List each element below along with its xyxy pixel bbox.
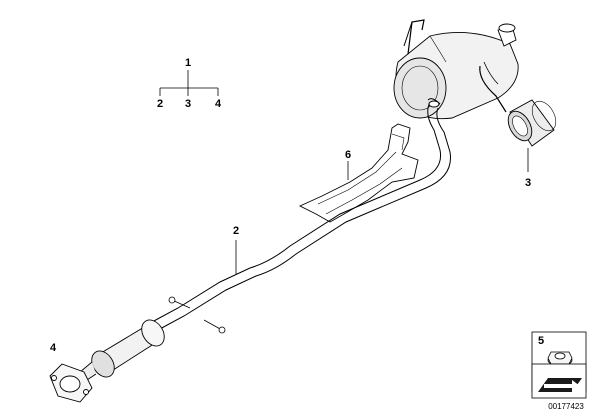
front-silencer [80, 316, 169, 382]
callout-nut: 5 [538, 335, 544, 347]
tree-child-label: 2 [157, 98, 163, 110]
callout-muffler-tip: 3 [525, 177, 531, 189]
heat-shield [300, 124, 418, 222]
parts-tree: 1 2 3 4 [157, 57, 222, 110]
pipe-hangers [169, 297, 225, 333]
flange-gasket [50, 364, 92, 402]
flange-nut-icon [547, 351, 573, 367]
rear-muffler [394, 20, 518, 119]
doc-id-box [531, 363, 587, 399]
callout-middle-pipe: 2 [233, 225, 239, 237]
exhaust-pipe [152, 101, 451, 330]
tail-pipe-tip [503, 97, 560, 146]
tree-child-label: 3 [185, 98, 191, 110]
callout-flange-gasket: 4 [50, 342, 57, 354]
reference-arrow-icon [538, 378, 582, 392]
tree-child-label: 4 [215, 98, 222, 110]
tree-root-label: 1 [185, 57, 191, 69]
callout-heat-shield: 6 [345, 149, 351, 161]
doc-id: 00177423 [548, 402, 584, 411]
